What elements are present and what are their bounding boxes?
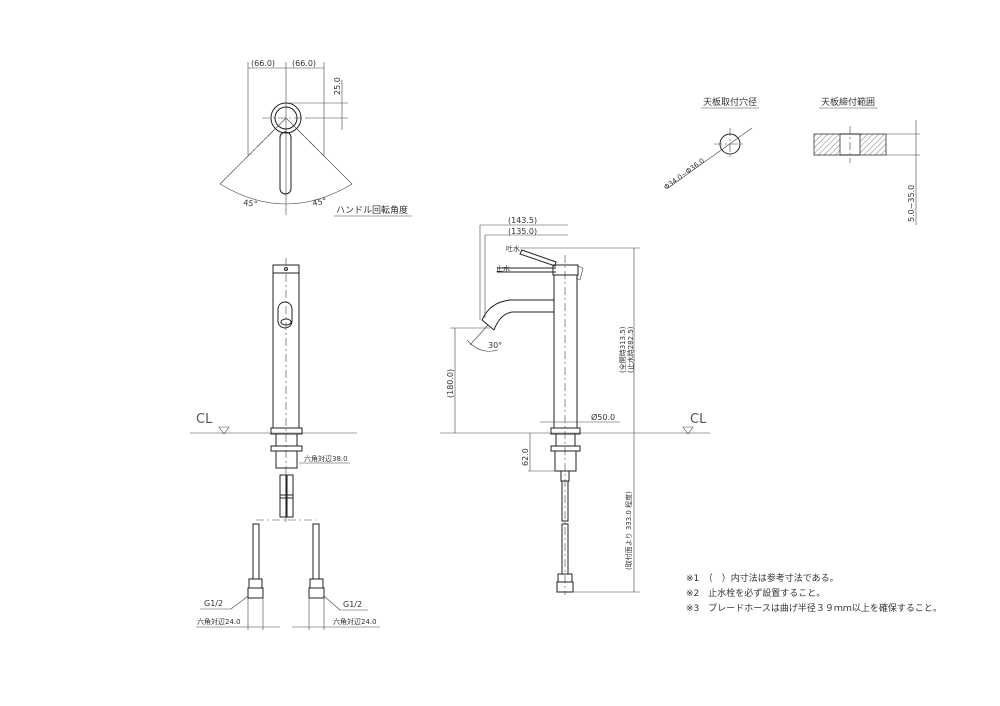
dim-height-open: (全開時313.5) <box>618 326 627 373</box>
dim-reach: (135.0) <box>508 227 537 236</box>
cl-label-side: CL <box>690 412 707 427</box>
hex-nut-38-label: 六角対辺38.0 <box>304 454 348 463</box>
spout-angle: 30° <box>488 341 502 350</box>
front-view: CL 六角対辺38.0 G1/2 六角対辺24.0 <box>190 258 380 630</box>
note-1: ※1 （ ）内寸法は参考寸法である。 <box>686 574 839 584</box>
hex-24-right-label: 六角対辺24.0 <box>333 617 377 626</box>
dim-hose-length: (取付面より 333.0 程度) <box>624 491 633 570</box>
dim-height-closed: (止水時282.5) <box>626 326 635 373</box>
dim-right: (66.0) <box>292 59 316 68</box>
dim-body-dia: Ø50.0 <box>591 412 615 422</box>
hole-detail: 天板取付穴径 Φ34.0~Φ36.0 <box>662 96 759 192</box>
cl-label-front: CL <box>196 412 213 427</box>
dim-reach-total: (143.5) <box>508 216 537 225</box>
top-view: (66.0) (66.0) 25.0 45° 45° ハンドル回転角度 <box>219 59 412 217</box>
label-closed: 止水 <box>496 264 510 273</box>
hole-diameter-dim: Φ34.0~Φ36.0 <box>662 157 706 192</box>
side-view: CL (143.5) (135.0) 吐水 止水 30° (180.0) <box>440 216 710 595</box>
thread-right-label: G1/2 <box>343 600 362 609</box>
thread-left-label: G1/2 <box>204 599 223 608</box>
dim-spout-height: (180.0) <box>446 369 455 398</box>
clamp-detail: 天板締付範囲 5.0~35.0 <box>813 96 920 225</box>
dim-left: (66.0) <box>251 59 275 68</box>
note-2: ※2 止水栓を必ず設置すること。 <box>686 589 826 599</box>
clamp-range-dim: 5.0~35.0 <box>907 185 916 222</box>
handle-rotation-caption: ハンドル回転角度 <box>336 204 408 216</box>
dim-under: 62.0 <box>521 448 530 466</box>
angle-right: 45° <box>312 196 328 208</box>
note-3: ※3 ブレードホースは曲げ半径３９ｍｍ以上を確保すること。 <box>686 604 942 614</box>
clamp-detail-title: 天板締付範囲 <box>821 96 875 108</box>
hex-24-left-label: 六角対辺24.0 <box>197 617 241 626</box>
hole-detail-title: 天板取付穴径 <box>703 96 757 108</box>
dim-offset: 25.0 <box>333 77 342 95</box>
label-open: 吐水 <box>506 244 520 253</box>
angle-left: 45° <box>243 198 258 209</box>
